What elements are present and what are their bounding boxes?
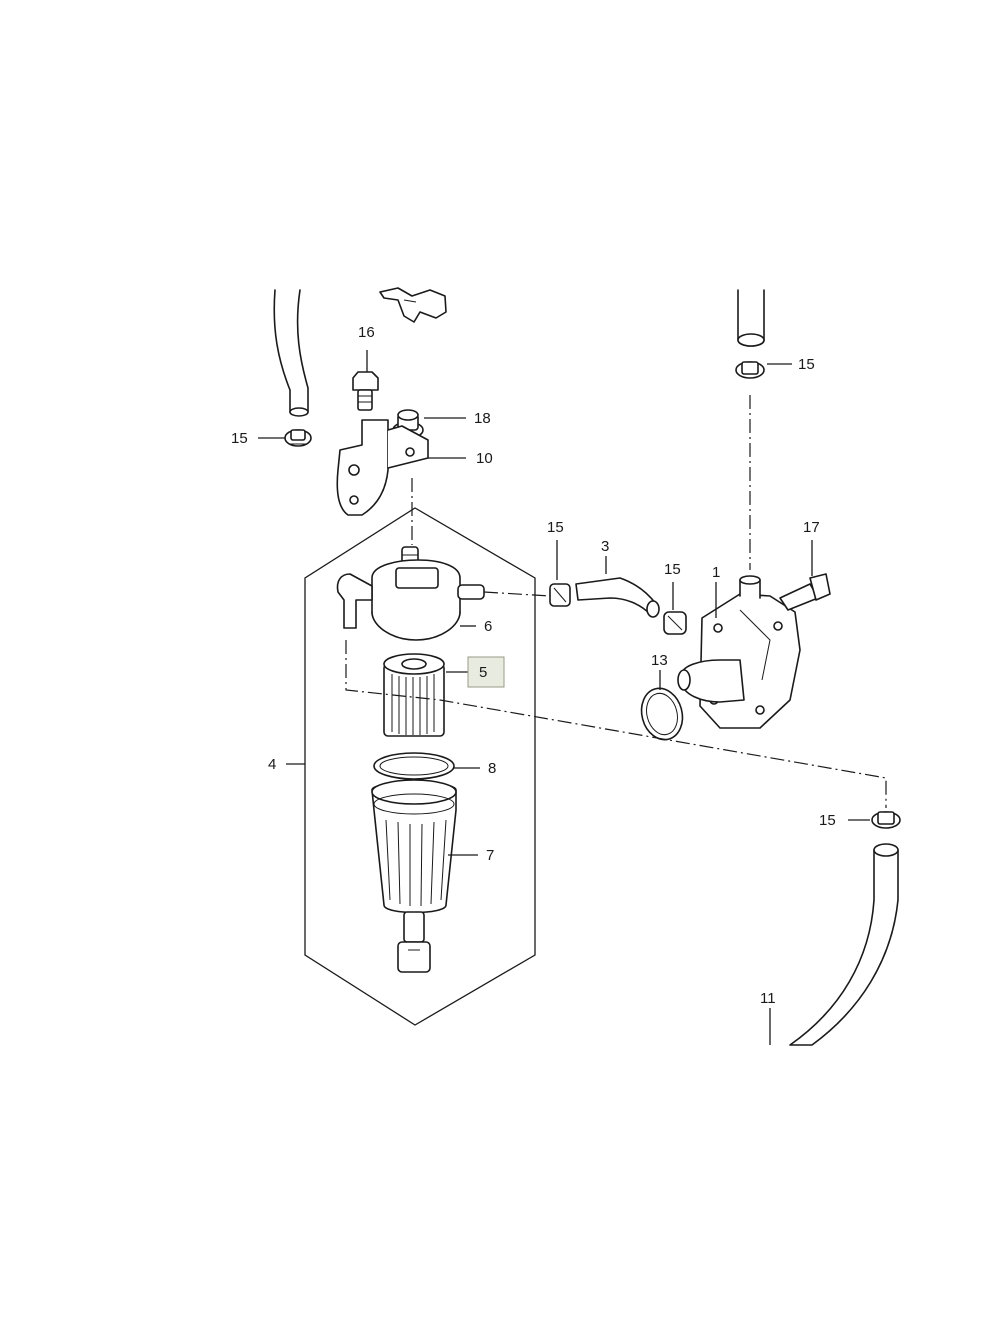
hose-11 <box>789 843 899 1046</box>
hose-clamp-upper-left <box>284 429 312 447</box>
o-ring-13 <box>640 687 684 741</box>
callout-15-lower-right: 15 <box>819 812 836 829</box>
callout-6: 6 <box>484 618 492 635</box>
callout-4: 4 <box>268 756 276 773</box>
callout-5: 5 <box>479 664 487 681</box>
highlight-box-callout-5 <box>467 656 505 688</box>
callout-15-hose-3-left: 15 <box>547 519 564 536</box>
hose-clamp-right-of-hose-3 <box>663 611 687 635</box>
callout-15-upper-right: 15 <box>798 356 815 373</box>
hose-upper-left <box>273 289 309 417</box>
callout-10: 10 <box>476 450 493 467</box>
filter-element-5 <box>383 653 445 737</box>
callout-15-hose-3-right: 15 <box>664 561 681 578</box>
clip-top <box>379 287 447 323</box>
callout-3: 3 <box>601 538 609 555</box>
pipe-upper-right <box>737 289 765 347</box>
callout-7: 7 <box>486 847 494 864</box>
o-ring-8 <box>373 752 455 780</box>
hose-clamp-lower-right <box>871 811 901 829</box>
hose-clamp-left-of-hose-3 <box>549 583 571 607</box>
callout-8: 8 <box>488 760 496 777</box>
callout-15-upper-left: 15 <box>231 430 248 447</box>
callout-1: 1 <box>712 564 720 581</box>
hose-clamp-upper-right <box>735 361 765 379</box>
bolt-17 <box>779 573 831 611</box>
flow-line-head-to-lower-hose <box>345 640 887 808</box>
flow-line-head-to-hose-3 <box>483 591 551 597</box>
filter-bowl-7 <box>371 779 457 973</box>
fuel-pump-1 <box>677 575 801 729</box>
callout-18: 18 <box>474 410 491 427</box>
bracket-10 <box>336 419 429 516</box>
assembly-boundary-hexagon <box>304 507 536 1026</box>
callout-16: 16 <box>358 324 375 341</box>
callout-17: 17 <box>803 519 820 536</box>
callout-13: 13 <box>651 652 668 669</box>
bolt-16 <box>352 371 379 411</box>
callout-11: 11 <box>760 990 776 1007</box>
filter-head-6 <box>336 546 485 641</box>
hose-3 <box>575 577 660 618</box>
